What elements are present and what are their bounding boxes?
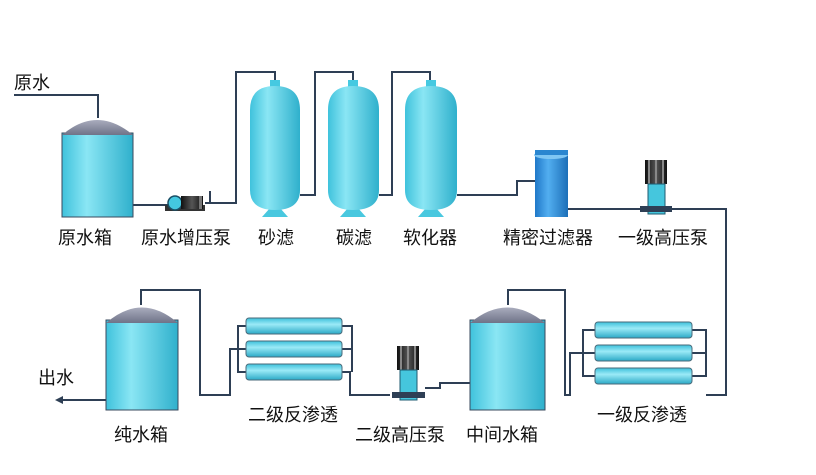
stage1-hp-pump bbox=[640, 160, 672, 215]
pipe-ro2-right-manifold bbox=[342, 325, 353, 372]
outlet-arrow-icon bbox=[55, 396, 63, 404]
middle-water-tank bbox=[469, 307, 546, 411]
label-middle-tank: 中间水箱 bbox=[466, 425, 538, 446]
raw-booster-pump bbox=[165, 195, 205, 211]
sand-filter-vessel bbox=[250, 80, 300, 217]
pipe-raw-water-inlet bbox=[14, 94, 99, 118]
label-sand-filter: 砂滤 bbox=[258, 228, 294, 249]
stage2-hp-pump bbox=[392, 346, 425, 401]
pipe-sand-to-carbon bbox=[300, 71, 354, 196]
label-stage1-hp-pump: 一级高压泵 bbox=[618, 228, 708, 249]
pipe-carbon-to-softener bbox=[379, 71, 431, 196]
carbon-filter-vessel bbox=[328, 80, 379, 217]
label-stage2-hp-pump: 二级高压泵 bbox=[355, 425, 445, 446]
pipe-hp2-to-ro2 bbox=[342, 371, 390, 396]
label-stage2-ro: 二级反渗透 bbox=[248, 405, 338, 426]
pipe-softener-to-precision bbox=[457, 180, 535, 196]
label-precision-filter: 精密过滤器 bbox=[503, 228, 593, 249]
stage2-ro-membranes bbox=[245, 317, 343, 381]
label-raw-water-tank: 原水箱 bbox=[58, 228, 112, 249]
pipe-middle-tank-to-hp2 bbox=[425, 382, 470, 389]
softener-vessel bbox=[405, 80, 457, 217]
label-raw-booster-pump: 原水增压泵 bbox=[141, 228, 231, 249]
pipe-ro1-to-middle-tank bbox=[507, 289, 583, 396]
stage1-ro-membranes bbox=[594, 321, 693, 385]
label-raw-water-in: 原水 bbox=[14, 73, 50, 94]
pipe-ro2-to-pure-tank bbox=[140, 289, 238, 396]
label-water-out: 出水 bbox=[38, 368, 74, 389]
raw-water-tank bbox=[61, 120, 134, 218]
pipe-network bbox=[14, 71, 727, 404]
label-softener: 软化器 bbox=[403, 228, 457, 249]
label-carbon-filter: 碳滤 bbox=[336, 228, 372, 249]
precision-filter bbox=[534, 150, 568, 217]
label-stage1-ro: 一级反渗透 bbox=[597, 405, 687, 426]
pipe-booster-to-sand bbox=[205, 71, 276, 204]
label-pure-water-tank: 纯水箱 bbox=[114, 425, 168, 446]
pure-water-tank bbox=[105, 307, 179, 411]
pipe-hp1-to-ro1 bbox=[672, 208, 727, 396]
